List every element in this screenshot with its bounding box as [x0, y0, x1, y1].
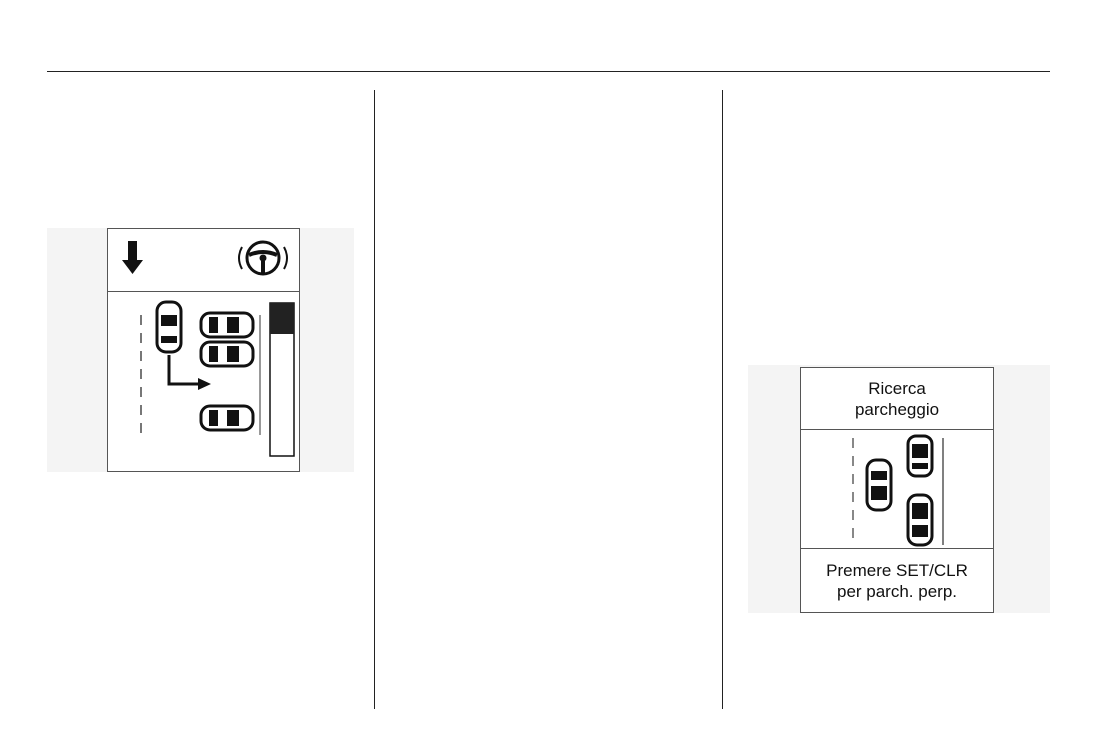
parking-display-1 [107, 228, 300, 472]
down-arrow-icon [122, 241, 143, 274]
title-line-1: Ricerca [868, 378, 926, 398]
parked-car-icon-2 [199, 340, 255, 368]
steering-wheel-icon [238, 240, 288, 276]
instruction-line-1: Premere SET/CLR [826, 560, 968, 580]
own-car-icon [155, 300, 183, 354]
display-1-header [108, 229, 299, 292]
instruction-line-2: per parch. perp. [836, 581, 957, 601]
maneuver-arrow-icon [167, 355, 211, 390]
column-divider-right [722, 90, 723, 709]
display-1-scene [140, 300, 295, 457]
title-line-2: parcheggio [854, 399, 940, 419]
own-car-icon [865, 458, 893, 512]
parked-car-icon-1 [906, 434, 934, 478]
display-2-scene [852, 434, 944, 547]
column-divider-left [374, 90, 375, 709]
display-2-title: Ricerca parcheggio [801, 368, 993, 430]
display-2-instruction: Premere SET/CLR per parch. perp. [801, 548, 993, 612]
parked-car-icon-1 [199, 311, 255, 339]
parked-car-icon-2 [906, 493, 934, 547]
progress-bar-fill [270, 303, 294, 334]
header-rule [47, 71, 1050, 72]
parked-car-icon-3 [199, 404, 255, 432]
parking-display-2: Ricerca parcheggio Premere SET/CLR per p… [800, 367, 994, 613]
